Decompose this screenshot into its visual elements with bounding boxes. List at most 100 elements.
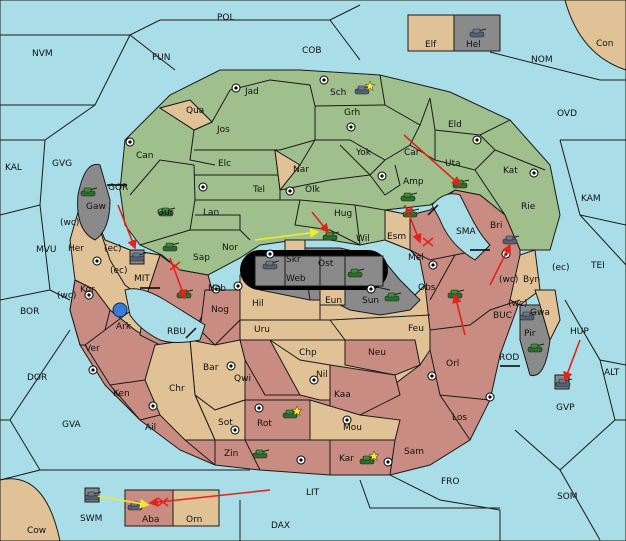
label-jos: Jos [216,125,230,135]
label-pol: POL [217,13,235,23]
label-fun: FUN [152,53,171,63]
label-gur: Gur [157,208,174,218]
label-lit: LIT [306,488,320,498]
label-kor-wc: (wc) [57,291,76,301]
sea-sma[interactable] [431,193,491,261]
label-sap: Sap [193,253,210,263]
label-bri: Bri [490,221,502,231]
label-byn-wc: (wc) [499,275,518,285]
label-gor: GOR [108,183,128,193]
label-pir: Pir [524,329,536,339]
label-qua: Qua [186,106,204,116]
label-ost: Ost [318,259,334,269]
label-elc: Elc [218,159,231,169]
label-buc: BUC [493,311,512,321]
label-can: Can [136,151,154,161]
label-obs: Obs [418,283,436,293]
label-skr: Skr [286,255,301,265]
label-uru: Uru [254,325,270,335]
label-byn-ec: (ec) [552,263,570,273]
label-alt: ALT [604,368,620,378]
province-gwa[interactable] [534,289,561,342]
label-elf: Elf [425,40,437,50]
label-kat: Kat [503,166,518,176]
label-her-ec: (ec) [104,244,122,254]
label-rie: Rie [521,202,536,212]
label-tei: TEI [590,261,605,271]
label-car: Car [404,148,420,158]
label-bor: BOR [20,307,39,317]
label-olk: Olk [305,185,321,195]
label-amp: Amp [403,177,424,187]
label-lan: Lan [203,208,219,218]
label-nom: NOM [531,55,553,65]
province-kaa[interactable] [329,364,401,416]
label-chr: Chr [169,384,185,394]
units [80,28,573,511]
province-rot[interactable] [244,399,311,441]
label-kal: KAL [5,163,22,173]
label-nor: Nor [222,243,238,253]
label-swm: SWM [80,514,102,524]
label-gaw: Gaw [86,202,106,212]
label-feu: Feu [408,324,424,334]
province-her[interactable] [94,214,161,301]
label-sot: Sot [218,418,233,428]
province-nar[interactable] [274,149,301,192]
province-qua[interactable] [158,99,213,131]
province-chr[interactable] [144,339,216,441]
label-mvu: MVU [36,245,57,255]
label-orn: Orn [186,515,202,525]
sea-rbu[interactable] [124,288,206,343]
label-chp: Chp [299,348,317,358]
label-wil: Wil [356,234,370,244]
label-hup: HUP [570,327,589,337]
label-mou: Mou [343,423,362,433]
label-kar: Kar [339,454,354,464]
interior-borders [84,249,521,476]
label-cow: Cow [27,526,46,536]
label-hug: Hug [334,209,352,219]
label-aba: Aba [142,515,159,525]
label-web: Web [286,274,306,284]
label-ovd: OVD [557,109,577,119]
label-nog: Nog [211,305,229,315]
label-ken: Ken [113,389,130,399]
sea-borders [0,4,626,541]
label-con: Con [596,39,614,49]
province-gaw[interactable] [77,163,111,241]
label-kor: Kor [80,285,95,295]
label-gaw-wc: (wc) [60,218,79,228]
label-rod: ROD [499,353,519,363]
label-los: Los [452,413,467,423]
label-her: Her [68,244,84,254]
label-mel: Mel [408,253,424,263]
label-qwi: Qwi [234,374,251,384]
label-eld: Eld [448,120,462,130]
label-nar: Nar [293,165,309,175]
province-byn[interactable] [509,249,541,306]
label-ail: Ail [145,423,156,433]
province-kor[interactable] [69,279,111,346]
label-gwa: Gwa [530,308,550,318]
label-rot: Rot [257,419,272,429]
province-elf[interactable] [407,14,455,52]
label-sun: Sun [362,296,379,306]
label-bar: Bar [203,363,219,373]
label-gvp: GVP [556,403,575,413]
convoy-arrows [107,184,520,367]
label-kor-ec: (ec) [110,266,128,276]
province-neu[interactable] [344,339,421,376]
label-rbu: RBU [167,327,186,337]
label-gwa-wc: (wc) [508,299,527,309]
label-gvg: GVG [52,159,72,169]
label-nil: Nil [316,370,328,380]
label-ver: Ver [85,344,100,354]
label-kaa: Kaa [334,390,351,400]
label-ark: Ark [116,322,132,332]
label-cob: COB [302,46,322,56]
label-byn: Byn [523,275,540,285]
label-nvm: NVM [32,49,53,59]
labels: POL COB NVM FUN NOM Con OVD KAL GVG KAM … [5,13,620,536]
